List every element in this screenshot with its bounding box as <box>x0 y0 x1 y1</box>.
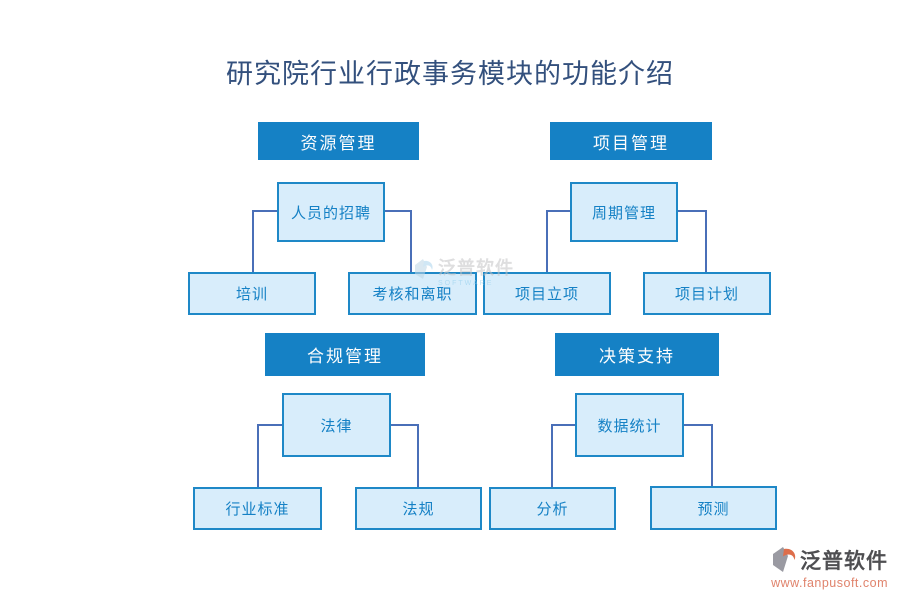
connector <box>257 424 259 487</box>
connector <box>551 424 553 487</box>
connector <box>252 210 254 272</box>
node-project-plan: 项目计划 <box>643 272 771 315</box>
connector <box>684 424 713 426</box>
section-header-compliance: 合规管理 <box>265 333 425 376</box>
node-recruitment: 人员的招聘 <box>277 182 385 242</box>
node-data-statistics: 数据统计 <box>575 393 684 457</box>
connector <box>385 210 412 212</box>
node-regulations: 法规 <box>355 487 482 530</box>
node-cycle-management: 周期管理 <box>570 182 678 242</box>
connector <box>410 210 412 272</box>
page-title: 研究院行业行政事务模块的功能介绍 <box>226 59 674 89</box>
node-law: 法律 <box>282 393 391 457</box>
connector <box>417 424 419 487</box>
connector <box>257 424 282 426</box>
connector <box>705 210 707 272</box>
brand-logo-icon <box>772 546 798 574</box>
brand-logo: 泛普软件 www.fanpusoft.com <box>758 545 888 590</box>
section-header-decision: 决策支持 <box>555 333 719 376</box>
section-header-project: 项目管理 <box>550 122 712 160</box>
connector <box>252 210 277 212</box>
connector <box>546 210 548 272</box>
node-assessment-resignation: 考核和离职 <box>348 272 477 315</box>
node-project-initiation: 项目立项 <box>483 272 611 315</box>
connector <box>551 424 575 426</box>
connector <box>391 424 419 426</box>
node-industry-standards: 行业标准 <box>193 487 322 530</box>
node-analysis: 分析 <box>489 487 616 530</box>
node-training: 培训 <box>188 272 316 315</box>
brand-name: 泛普软件 <box>800 550 888 573</box>
connector <box>546 210 570 212</box>
connector <box>678 210 707 212</box>
connector <box>711 424 713 487</box>
node-prediction: 预测 <box>650 486 777 530</box>
brand-url: www.fanpusoft.com <box>771 576 888 590</box>
section-header-resource: 资源管理 <box>258 122 419 160</box>
